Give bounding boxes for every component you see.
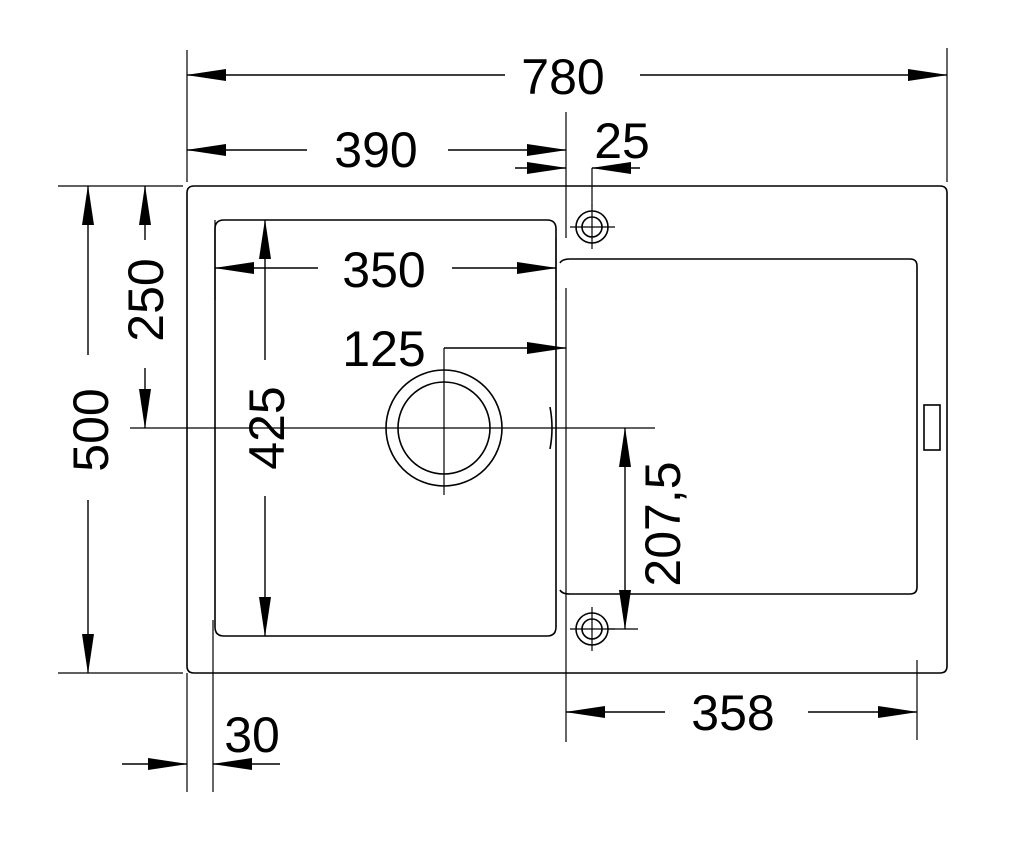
dim-label-tap-offset: 25 bbox=[594, 113, 650, 169]
dim-label-drain-offset: 125 bbox=[342, 321, 425, 377]
sink-body bbox=[186, 185, 948, 674]
extension-lines bbox=[58, 48, 948, 792]
dimension-labels: 780 390 25 350 125 358 30 500 250 425 20… bbox=[63, 49, 775, 763]
sink-outer-outline bbox=[186, 185, 948, 674]
tap-hole-top bbox=[570, 205, 615, 249]
dim-label-overall-depth: 500 bbox=[63, 388, 119, 471]
dim-label-drainboard-width: 358 bbox=[691, 685, 774, 741]
dim-label-rim-width: 30 bbox=[224, 707, 280, 763]
dim-label-bowl-side-width: 390 bbox=[334, 122, 417, 178]
dim-label-overall-width: 780 bbox=[521, 49, 604, 105]
dim-label-half-depth: 250 bbox=[118, 258, 174, 341]
dim-label-drainboard-offset: 207,5 bbox=[635, 461, 691, 586]
tap-hole-bottom bbox=[570, 607, 615, 651]
drainboard-outline bbox=[559, 258, 918, 595]
dim-label-bowl-depth: 425 bbox=[239, 386, 295, 469]
drainboard-slot bbox=[923, 404, 941, 451]
dimension-lines bbox=[82, 69, 948, 770]
dim-label-bowl-inner-width: 350 bbox=[342, 242, 425, 298]
